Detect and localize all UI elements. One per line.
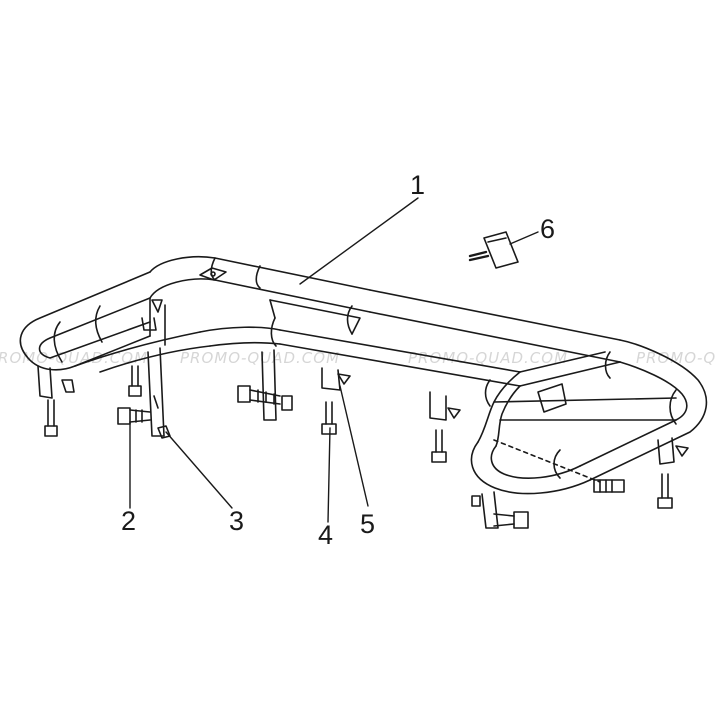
bolt-long-left	[117, 407, 151, 425]
part-6-connector	[468, 231, 519, 269]
hidden-line	[493, 439, 601, 483]
bracket-center	[261, 349, 277, 421]
left-cross-tube	[74, 297, 281, 373]
rear-loop-tube	[19, 255, 371, 371]
watermark-1: PROMO-QUAD.COM	[0, 349, 149, 367]
callout-1: 1	[410, 170, 426, 200]
bolt-center-horizontal	[237, 385, 293, 411]
bracket-front-mid	[429, 391, 461, 421]
callout-4: 4	[318, 520, 334, 550]
bolt-front-horizontal	[493, 479, 625, 529]
callout-6: 6	[540, 214, 556, 244]
bracket-front-lower	[481, 491, 499, 529]
centre-plate	[199, 267, 567, 413]
watermark-3: PROMO-QUAD.COM	[408, 349, 569, 367]
front-cross-tube	[493, 351, 677, 421]
bracket-right-mid	[321, 367, 351, 391]
main-side-tubes	[269, 289, 621, 387]
vertical-bolts	[44, 365, 673, 509]
bracket-long-plate	[147, 347, 165, 437]
leader-lines	[129, 197, 539, 523]
watermark-4: PROMO-QUAD.COM	[636, 349, 716, 367]
bracket-front-right	[657, 437, 689, 465]
bracket-left-rear	[37, 365, 75, 399]
watermark-2: PROMO-QUAD.COM	[180, 349, 341, 367]
callout-5: 5	[360, 509, 376, 539]
callout-2: 2	[121, 506, 137, 536]
bracket-left-mid	[141, 299, 163, 331]
callout-3: 3	[229, 506, 245, 536]
front-loop-tube	[470, 339, 708, 495]
